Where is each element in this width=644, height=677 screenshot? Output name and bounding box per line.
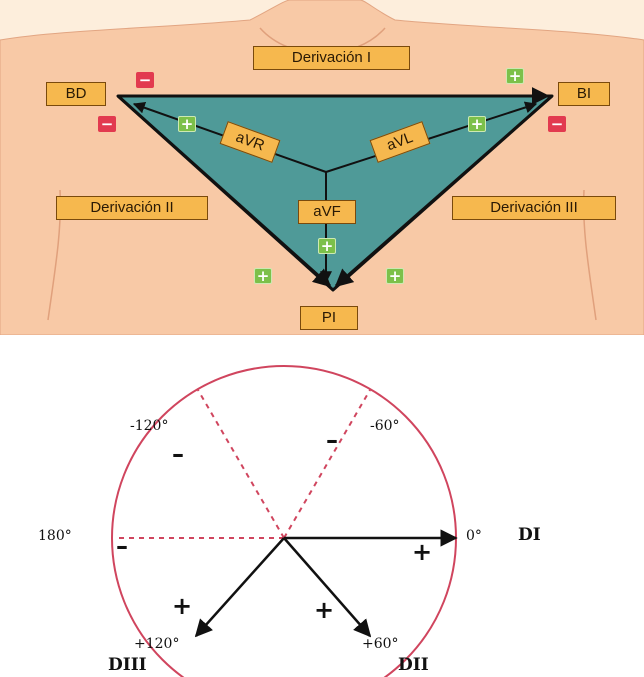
lead-di-label: DI: [518, 525, 541, 545]
right-arm-label: BD: [46, 82, 106, 106]
left-arm-label: BI: [558, 82, 610, 106]
plus-sign-icon: +: [314, 596, 334, 624]
angle-0-label: 0°: [466, 528, 482, 544]
plus-sign-icon: +: [386, 268, 404, 284]
plus-sign-icon: +: [178, 116, 196, 132]
angle-plus-60-label: +60°: [362, 636, 399, 652]
minus-sign-icon: –: [172, 440, 184, 468]
lead-diii-label: DIII: [108, 655, 147, 675]
axis-minus-60-dashed: [284, 390, 370, 538]
lead-ii-label: Derivación II: [56, 196, 208, 220]
axis-minus-120-dashed: [198, 390, 284, 538]
minus-sign-icon: −: [136, 72, 154, 88]
minus-sign-icon: –: [326, 426, 338, 454]
lead-i-label: Derivación I: [253, 46, 410, 70]
angle-minus-120-label: -120°: [130, 418, 168, 434]
angle-plus-120-label: +120°: [134, 636, 179, 652]
angle-minus-60-label: -60°: [370, 418, 400, 434]
angle-180-label: 180°: [38, 528, 72, 544]
left-leg-label: PI: [300, 306, 358, 330]
plus-sign-icon: +: [254, 268, 272, 284]
minus-sign-icon: −: [98, 116, 116, 132]
avf-label: aVF: [298, 200, 356, 224]
diii-arrow: [196, 538, 284, 636]
lead-dii-label: DII: [398, 655, 429, 675]
plus-sign-icon: +: [318, 238, 336, 254]
reference-circle: [112, 366, 456, 677]
lead-iii-label: Derivación III: [452, 196, 616, 220]
plus-sign-icon: +: [468, 116, 486, 132]
plus-sign-icon: +: [172, 592, 192, 620]
minus-sign-icon: −: [548, 116, 566, 132]
plus-sign-icon: +: [506, 68, 524, 84]
plus-sign-icon: +: [412, 538, 432, 566]
minus-sign-icon: –: [116, 532, 128, 560]
